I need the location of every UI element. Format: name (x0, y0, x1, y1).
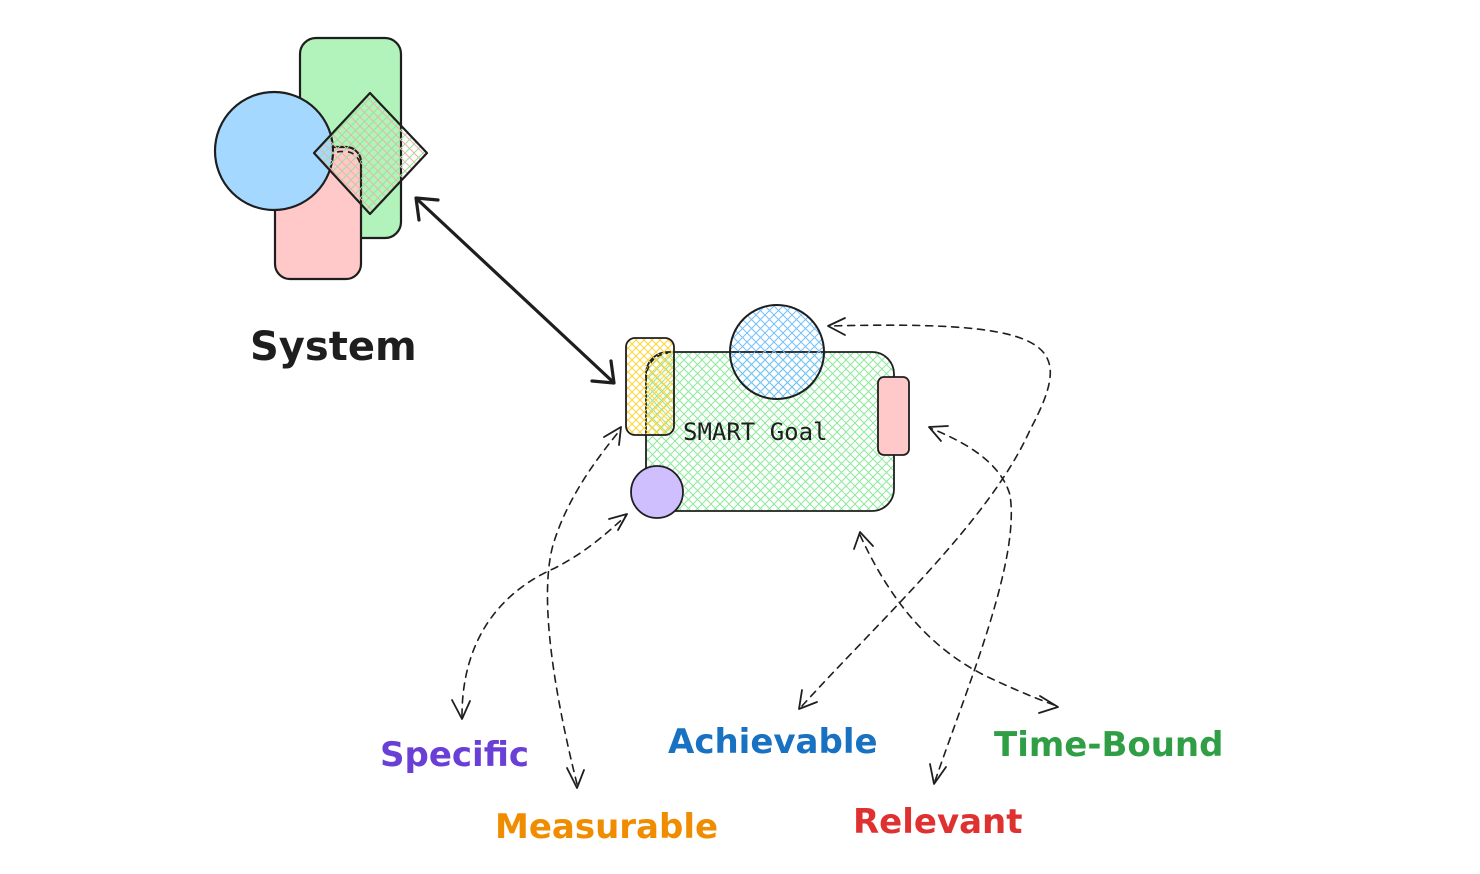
specific-connector[interactable] (451, 513, 628, 720)
label-measurable: Measurable (495, 807, 718, 847)
achievable-connector[interactable] (798, 317, 1052, 710)
relevant-connector[interactable] (928, 425, 1013, 785)
label-time-bound: Time-Bound (994, 725, 1223, 765)
goal-red-rect[interactable] (877, 376, 910, 456)
system-shapes (213, 36, 429, 281)
system-label: System (250, 324, 417, 370)
measurable-connector[interactable] (546, 426, 622, 789)
goal-yellow-rect[interactable] (625, 337, 675, 436)
goal-yellow-overlap-line (645, 352, 669, 381)
time-bound-connector[interactable] (853, 531, 1059, 714)
system-overlap-line (336, 150, 362, 205)
system-goal-arrow[interactable] (414, 196, 616, 385)
label-relevant: Relevant (853, 802, 1023, 842)
label-specific: Specific (380, 735, 529, 775)
system-diamond[interactable] (312, 91, 429, 216)
goal-purple-circle[interactable] (630, 465, 684, 519)
goal-shapes (625, 304, 910, 519)
label-achievable: Achievable (668, 722, 878, 762)
goal-label: SMART Goal (683, 418, 828, 446)
